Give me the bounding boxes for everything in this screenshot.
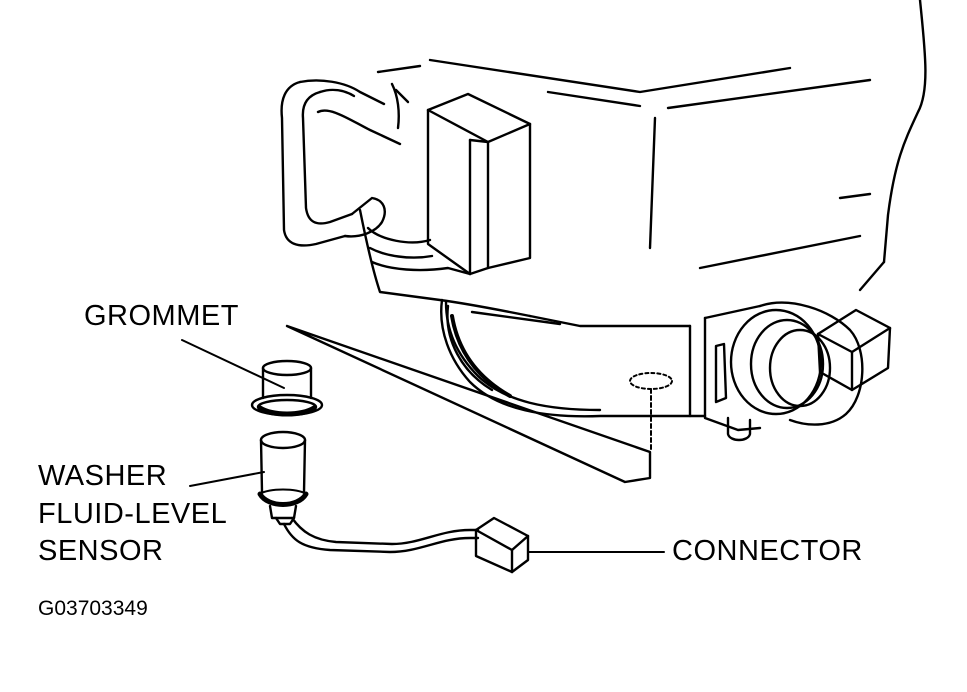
grommet-leader — [181, 339, 285, 389]
grommet-label: GROMMET — [84, 300, 239, 332]
grommet — [250, 359, 324, 417]
sensor — [257, 430, 309, 526]
filler-tube — [280, 79, 472, 276]
reservoir-body — [285, 0, 927, 484]
connector — [474, 516, 530, 574]
pump-outlet — [703, 301, 892, 442]
connector-label: CONNECTOR — [672, 535, 863, 567]
wire-harness — [282, 516, 480, 554]
sensor-hole — [629, 372, 673, 453]
pump-box — [426, 92, 532, 276]
sensor-leader — [189, 471, 265, 487]
sensor-label-line2: FLUID-LEVEL — [38, 498, 228, 530]
leader-lines — [181, 339, 665, 553]
sensor-label-line1: WASHER — [38, 460, 168, 492]
sensor-label-line3: SENSOR — [38, 535, 164, 567]
figure-id: G03703349 — [38, 597, 148, 620]
